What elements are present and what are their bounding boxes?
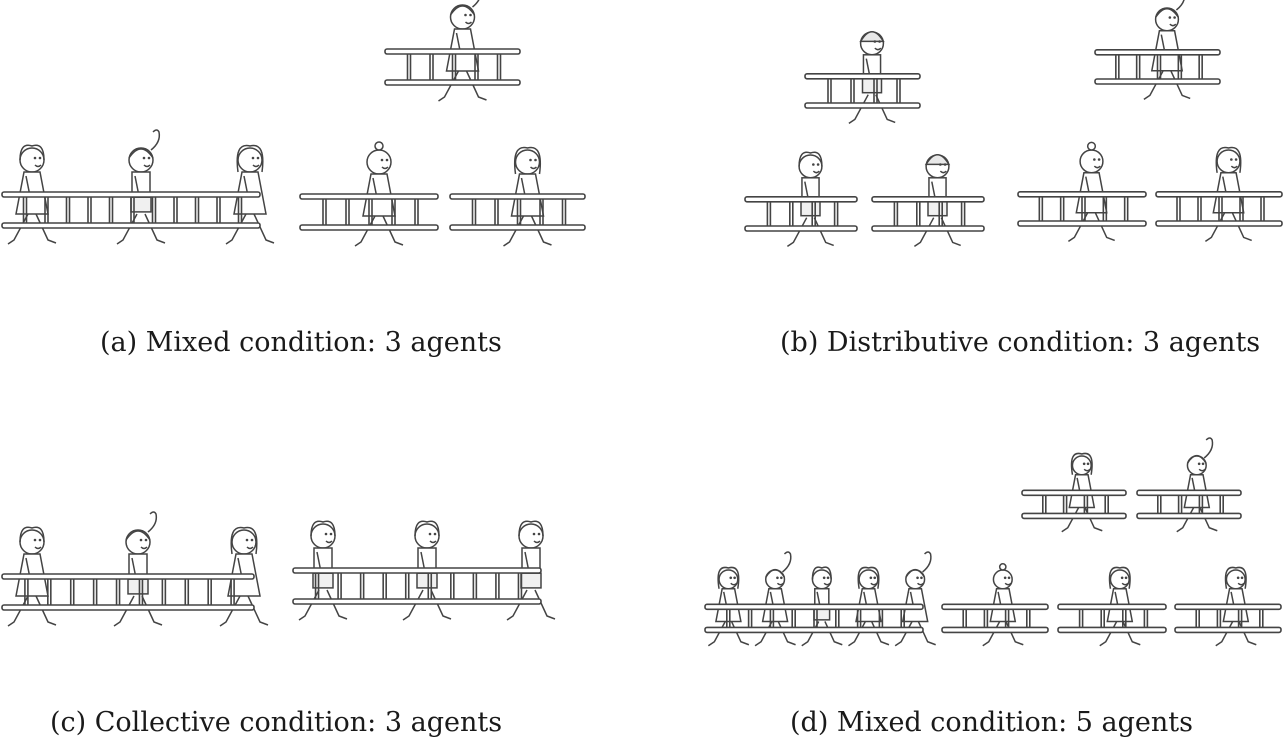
ladder-drawing (1094, 48, 1221, 85)
panel-a: (a) Mixed condition: 3 agents (0, 0, 640, 372)
panel-b-illustration (744, 0, 1283, 248)
panel-c-caption: (c) Collective condition: 3 agents (50, 707, 503, 738)
ladder-drawing (299, 193, 439, 231)
panel-d: (d) Mixed condition: 5 agents (640, 372, 1284, 743)
panel-d-illustration (704, 437, 1282, 647)
panel-a-illustration (1, 0, 586, 247)
panel-a-caption: (a) Mixed condition: 3 agents (100, 327, 502, 358)
child-figure-drawing (1061, 452, 1103, 533)
panel-c: (c) Collective condition: 3 agents (0, 372, 640, 743)
ladder-drawing (804, 73, 921, 109)
ladder-drawing (1057, 603, 1167, 634)
child-figure-drawing (402, 520, 452, 621)
ladder-drawing (1174, 603, 1282, 634)
ladder-drawing (1, 573, 255, 611)
ladder-drawing (744, 196, 858, 232)
panel-b-caption: (b) Distributive condition: 3 agents (780, 327, 1261, 358)
ladder-drawing (1017, 191, 1147, 227)
child-figure-drawing (7, 526, 57, 627)
ladder-drawing (1021, 489, 1127, 520)
ladder-drawing (871, 196, 985, 232)
ladder-drawing (704, 603, 924, 634)
ladder-drawing (292, 567, 542, 605)
ladder-drawing (941, 603, 1049, 634)
ladder-drawing (1136, 489, 1242, 520)
panel-c-illustration (1, 511, 556, 627)
ladder-drawing (1155, 191, 1283, 227)
panel-d-caption: (d) Mixed condition: 5 agents (790, 707, 1193, 738)
child-figure-drawing (848, 566, 890, 647)
panel-b: (b) Distributive condition: 3 agents (640, 0, 1284, 372)
ladder-drawing (1, 191, 261, 229)
ladder-drawing (384, 48, 521, 86)
ladder-drawing (449, 193, 586, 231)
